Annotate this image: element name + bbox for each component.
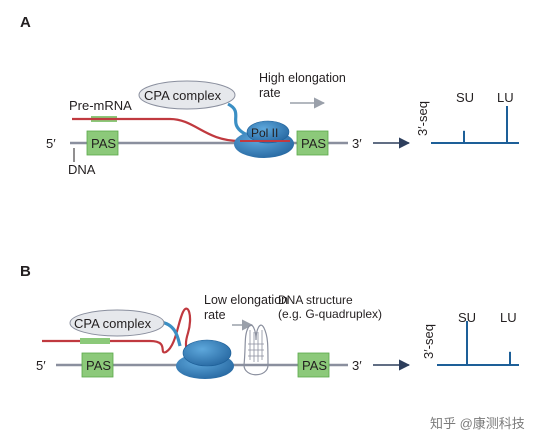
- dna-label: DNA: [68, 162, 96, 177]
- panel-a: A 5′ 3′ DNA Pre-mRNA PAS CPA complex Pol…: [20, 14, 519, 177]
- rna-strand: [42, 307, 201, 356]
- cpa-complex-label: CPA complex: [144, 88, 222, 103]
- pas-upstream-label: PAS: [86, 358, 111, 373]
- pas-upstream-box: [86, 130, 119, 156]
- lu-label: LU: [497, 90, 514, 105]
- pas-upstream-label: PAS: [91, 136, 116, 151]
- pas-downstream-label: PAS: [301, 136, 326, 151]
- pas-upstream-box: [81, 352, 114, 378]
- su-label: SU: [456, 90, 474, 105]
- rate-label-line2: rate: [204, 308, 226, 322]
- pas-downstream-box: [296, 130, 329, 156]
- five-prime-label: 5′: [36, 358, 46, 373]
- three-prime-label: 3′: [352, 136, 362, 151]
- cpa-complex: [69, 309, 165, 337]
- pas-downstream-label: PAS: [302, 358, 327, 373]
- rate-label-line1: High elongation: [259, 71, 346, 85]
- structure-label-line2: (e.g. G-quadruplex): [278, 307, 382, 321]
- pre-mrna-pas-mark: [80, 338, 110, 344]
- panel-b-letter: B: [20, 263, 31, 280]
- lu-label: LU: [500, 310, 517, 325]
- seq-axis-label: 3′-seq: [421, 324, 436, 359]
- panel-b: B 5′ 3′ PAS CPA complex Low elongation r…: [20, 263, 519, 379]
- structure-label-line1: DNA structure: [278, 293, 353, 307]
- g-quadruplex-structure: [243, 324, 269, 376]
- rate-label-line1: Low elongation: [204, 293, 288, 307]
- pol-ii-cap: [182, 339, 232, 367]
- rate-label-line2: rate: [259, 86, 281, 100]
- pol-ii-label: Pol II: [251, 126, 278, 140]
- pol-ii-cap: [246, 120, 290, 144]
- watermark: 知乎 @康测科技: [430, 416, 525, 431]
- cpa-complex-label: CPA complex: [74, 316, 152, 331]
- seq-axis-label: 3′-seq: [415, 101, 430, 136]
- pre-mrna-label: Pre-mRNA: [69, 98, 132, 113]
- pas-downstream-box: [297, 352, 330, 378]
- three-prime-label: 3′: [352, 358, 362, 373]
- su-label: SU: [458, 310, 476, 325]
- five-prime-label: 5′: [46, 136, 56, 151]
- panel-a-letter: A: [20, 14, 31, 31]
- cpa-complex: [138, 80, 236, 110]
